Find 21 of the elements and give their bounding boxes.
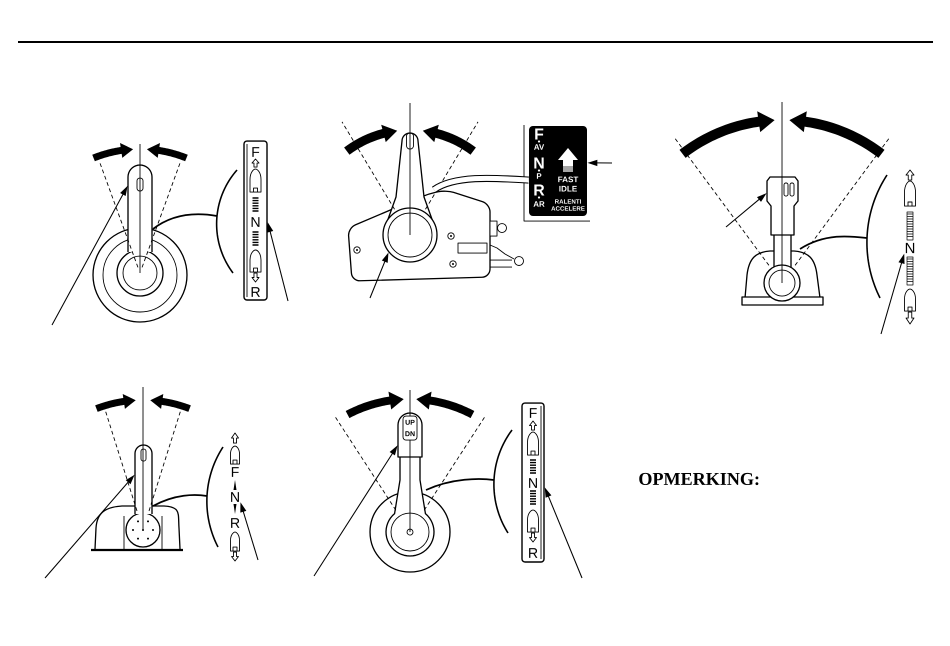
gear-letter: R — [534, 184, 544, 196]
lever-hub — [382, 207, 438, 263]
note-heading: OPMERKING: — [639, 472, 758, 486]
gear-label-plate — [529, 126, 587, 216]
gear-letter: N — [252, 217, 260, 227]
gear-letter: F — [232, 467, 239, 477]
callout-line — [432, 174, 529, 193]
gear-letter: N — [529, 478, 537, 488]
gear-letter: R — [252, 287, 260, 297]
lever-handle — [127, 164, 153, 253]
gear-letter: N — [906, 242, 914, 254]
gear-letter: N — [534, 158, 544, 168]
gear-letter: R — [529, 548, 538, 558]
gear-letter: F — [535, 128, 544, 140]
gear-letter: N — [231, 492, 239, 502]
gear-letter: F — [530, 408, 537, 418]
gear-letter: R — [231, 518, 240, 528]
lever-grip — [397, 412, 423, 458]
throttle-label: FAST IDLE — [558, 176, 578, 192]
gear-letter: F — [252, 147, 260, 157]
lever-handle — [134, 444, 153, 515]
